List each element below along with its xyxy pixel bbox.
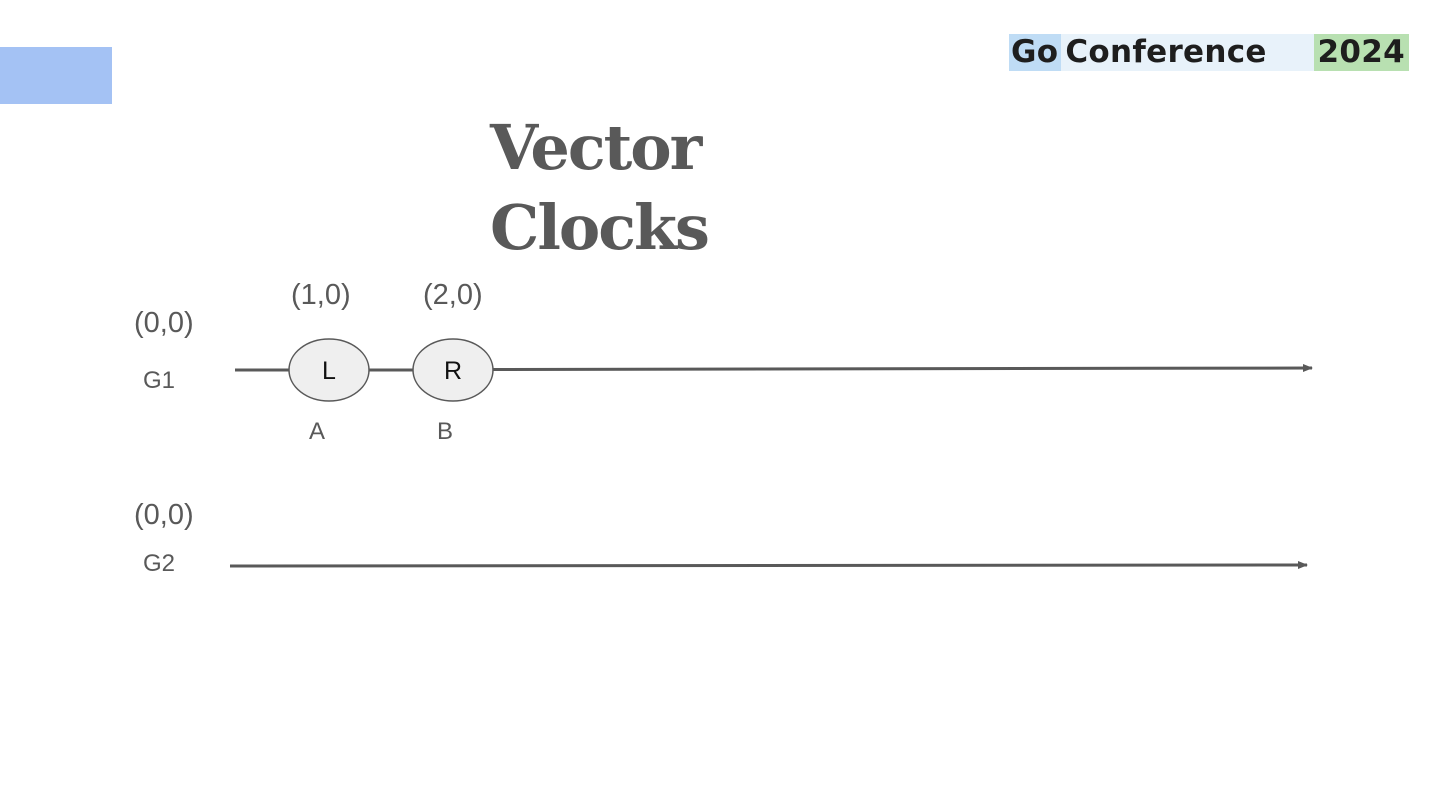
- event-a-label: A: [309, 418, 326, 445]
- logo-conference-text: Conference: [1061, 34, 1314, 71]
- slide-title-line-1: Vector: [490, 111, 702, 184]
- event-b-clock: (2,0): [423, 279, 483, 311]
- event-a-clock: (1,0): [291, 279, 351, 311]
- logo-go-text: Go: [1009, 34, 1062, 71]
- logo-year-text: 2024: [1313, 34, 1409, 71]
- slide-title-line-2: Clocks: [490, 191, 710, 264]
- g2-timeline-arrow: [229, 561, 1308, 570]
- event-a-node-shape: [288, 338, 370, 402]
- g1-initial-clock: (0,0): [134, 307, 194, 339]
- accent-block: [0, 47, 112, 104]
- g2-process-label: G2: [143, 550, 176, 577]
- slide-title: Vector Clocks: [490, 108, 710, 268]
- go-conference-logo: Go Conference 2024: [1009, 34, 1409, 71]
- g2-initial-clock: (0,0): [134, 499, 194, 531]
- event-b-node: R: [412, 338, 494, 402]
- event-b-node-shape: [412, 338, 494, 402]
- event-b-label: B: [437, 418, 454, 445]
- event-b-type: R: [444, 357, 462, 385]
- g1-timeline-arrow: [492, 364, 1313, 373]
- event-a-node: L: [288, 338, 370, 402]
- event-a-type: L: [322, 357, 336, 385]
- g1-process-label: G1: [143, 367, 176, 394]
